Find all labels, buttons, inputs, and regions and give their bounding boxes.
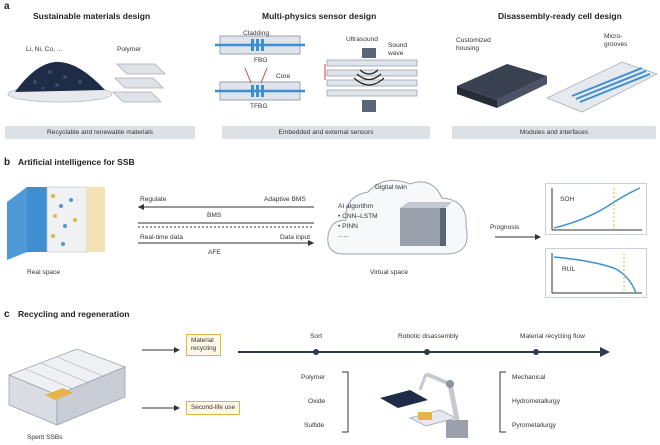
rul-label: RUL: [562, 266, 576, 273]
bms-label: BMS: [207, 212, 222, 219]
col2-bar: Embedded and external sensors: [222, 126, 430, 139]
polymer-label: Polymer: [117, 46, 142, 53]
sort-label: Sort: [310, 333, 323, 340]
algo-1-label: • CNN–LSTM: [338, 213, 378, 220]
fiber-sensor-illustration: [215, 35, 305, 101]
col3-bar: Modules and interfaces: [452, 126, 656, 139]
right-item-0: Mechanical: [512, 374, 546, 381]
panel-c-letter: c: [4, 309, 10, 320]
col1-bar: Recyclable and renewable materials: [5, 126, 195, 139]
robotic-label: Robotic disassembly: [398, 333, 459, 340]
left-item-1: Oxide: [308, 398, 326, 405]
virtual-cell: [400, 202, 452, 246]
virtual-space-label: Virtual space: [370, 269, 408, 276]
prognosis-arrow: [495, 234, 541, 240]
left-item-2: Sulfide: [304, 422, 325, 429]
digital-twin-label: Digital twin: [375, 184, 407, 191]
right-item-1: Hydrometallurgy: [512, 398, 561, 405]
afe-label: AFE: [208, 249, 221, 256]
tfbg-label: TFBG: [250, 103, 268, 110]
rul-curve: [551, 253, 642, 294]
cladding-label: Cladding: [243, 30, 270, 37]
ai-algorithm-label: AI algorithm: [338, 203, 374, 210]
microgrooves-label: Micro- grooves: [604, 33, 628, 48]
panel-a-letter: a: [4, 1, 10, 12]
ultrasound-illustration: [324, 48, 418, 112]
bms-arrows: [138, 204, 314, 246]
soh-label: SOH: [560, 196, 575, 203]
digital-twin-cloud: [327, 179, 468, 255]
ion-dots: [51, 194, 77, 246]
prognosis-label: Prognosis: [490, 224, 520, 231]
rul-plot: [545, 248, 647, 298]
housing-label: Customized housing: [456, 37, 491, 52]
real-space-label: Real space: [27, 269, 60, 276]
elements-label: Li, Ni, Co, ...: [26, 46, 63, 53]
process-flow-arrow: [238, 347, 610, 357]
core-label: Core: [276, 73, 291, 80]
panel-b-title: Artificial intelligence for SSB: [18, 157, 135, 167]
battery-real-illustration: [7, 186, 105, 260]
data-input-label: Data input: [280, 234, 311, 241]
realtime-label: Real-time data: [140, 234, 183, 241]
right-item-2: Pyrometallurgy: [512, 422, 556, 429]
spent-ssb-illustration: [7, 348, 127, 426]
robot-arm-illustration: [380, 372, 468, 438]
algo-2-label: • PINN: [338, 223, 358, 230]
panel-b-letter: b: [4, 157, 11, 168]
col1-title: Sustainable materials design: [33, 11, 151, 21]
col3-title: Disassembly-ready cell design: [498, 11, 622, 21]
polymer-sheets: [112, 63, 166, 103]
flow-label: Material recycling flow: [520, 333, 585, 340]
material-powder-illustration: [7, 61, 166, 103]
left-bracket: [342, 371, 349, 433]
panel-c-title: Recycling and regeneration: [18, 309, 130, 319]
ultrasound-label: Ultrasound: [346, 36, 378, 43]
right-bracket: [499, 371, 506, 433]
fbg-label: FBG: [254, 57, 268, 64]
sound-wave-label: Sound wave: [388, 42, 408, 57]
spent-ssbs-label: Spent SSBs: [27, 434, 63, 441]
recycle-arrows: [142, 347, 180, 411]
cell-design-illustration: [457, 61, 659, 113]
regulate-label: Regulate: [140, 196, 167, 203]
left-item-0: Polymer: [301, 374, 326, 381]
second-life-box: Second-life use: [186, 401, 241, 415]
soh-plot: [545, 183, 647, 235]
col2-title: Multi-physics sensor design: [262, 11, 377, 21]
material-recycling-box: Material recycling: [186, 334, 222, 356]
soh-curve: [551, 187, 642, 231]
adaptive-bms-label: Adaptive BMS: [264, 196, 306, 203]
algo-3-label: ......: [338, 232, 349, 239]
